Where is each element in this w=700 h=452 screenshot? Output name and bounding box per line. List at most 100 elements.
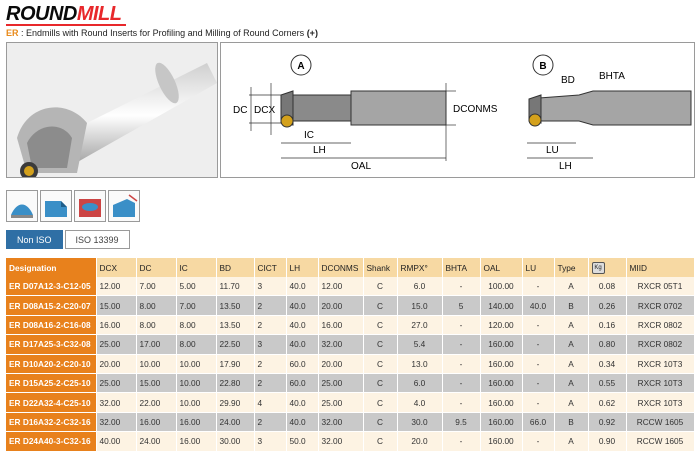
label-lu: LU — [546, 145, 559, 156]
label-b: B — [539, 61, 546, 72]
col-dc[interactable]: DC — [136, 258, 177, 277]
cell-rmpx: 4.0 — [397, 392, 443, 413]
cell-bd: 22.50 — [216, 334, 255, 355]
col-designation[interactable]: Designation — [6, 258, 97, 277]
label-oal: OAL — [351, 161, 371, 172]
cell-dcx: 20.00 — [96, 354, 137, 374]
label-dc: DC — [233, 105, 247, 116]
cell-cict: 2 — [254, 412, 287, 433]
col-lu[interactable]: LU — [522, 258, 555, 277]
cell-lu: - — [522, 277, 555, 297]
cell-designation: ER D08A15-2-C20-07 — [6, 295, 97, 316]
cell-rmpx: 13.0 — [397, 354, 443, 374]
cell-miid: RXCR 10T3 — [626, 354, 695, 374]
weight-icon: Kg — [591, 262, 605, 274]
tab-non-iso[interactable]: Non ISO — [6, 230, 63, 249]
cell-shank: C — [363, 295, 398, 316]
shoulder-icon[interactable] — [40, 190, 72, 222]
cell-lu: - — [522, 392, 555, 413]
col-miid[interactable]: MIID — [626, 258, 695, 277]
tab-iso-13399[interactable]: ISO 13399 — [64, 230, 130, 249]
cell-designation: ER D24A40-3-C32-16 — [6, 431, 97, 452]
cell-designation: ER D16A32-2-C32-16 — [6, 412, 97, 433]
pocket-icon[interactable] — [74, 190, 106, 222]
cell-weight: 0.08 — [588, 277, 627, 297]
cell-designation: ER D15A25-2-C25-10 — [6, 373, 97, 394]
diagram-a-marker — [290, 54, 312, 76]
cell-weight: 0.80 — [588, 334, 627, 355]
col-shank[interactable]: Shank — [363, 258, 398, 277]
cell-bd: 11.70 — [216, 277, 255, 297]
cell-oal: 100.00 — [480, 277, 523, 297]
cell-type: A — [554, 277, 589, 297]
col-ic[interactable]: IC — [176, 258, 217, 277]
cell-dconms: 25.00 — [318, 392, 364, 413]
cell-designation: ER D22A32-4-C25-10 — [6, 392, 97, 413]
cell-bhta: - — [442, 277, 481, 297]
profiling-icon[interactable] — [6, 190, 38, 222]
cell-miid: RCCW 1605 — [626, 431, 695, 452]
cell-bhta: - — [442, 315, 481, 336]
page-subtitle: ER : Endmills with Round Inserts for Pro… — [6, 28, 318, 38]
label-lh-b: LH — [559, 161, 572, 172]
cell-dc: 10.00 — [136, 354, 177, 374]
cell-ic: 5.00 — [176, 277, 217, 297]
cell-lh: 40.0 — [286, 334, 319, 355]
col-dcx[interactable]: DCX — [96, 258, 137, 277]
cell-lh: 40.0 — [286, 392, 319, 413]
col-rmpx[interactable]: RMPX° — [397, 258, 443, 277]
cell-oal: 120.00 — [480, 315, 523, 336]
col-oal[interactable]: OAL — [480, 258, 523, 277]
col-lh[interactable]: LH — [286, 258, 319, 277]
cell-bd: 22.80 — [216, 373, 255, 394]
cell-dc: 24.00 — [136, 431, 177, 452]
cell-type: A — [554, 334, 589, 355]
cell-cict: 2 — [254, 373, 287, 394]
cell-designation: ER D10A20-2-C20-10 — [6, 354, 97, 374]
cell-type: A — [554, 431, 589, 452]
col-type[interactable]: Type — [554, 258, 589, 277]
cell-rmpx: 6.0 — [397, 277, 443, 297]
expand-toggle[interactable]: (+) — [306, 28, 318, 38]
label-ic: IC — [304, 130, 314, 141]
cell-ic: 16.00 — [176, 431, 217, 452]
cell-lu: - — [522, 334, 555, 355]
col-bhta[interactable]: BHTA — [442, 258, 481, 277]
cell-type: A — [554, 373, 589, 394]
col-dconms[interactable]: DCONMS — [318, 258, 364, 277]
col-weight[interactable]: Kg — [588, 258, 627, 277]
series-code: ER — [6, 28, 19, 38]
technical-diagram: A DC DCX IC LH OAL DCONMS B BD BHTA LU L… — [220, 42, 695, 178]
cell-designation: ER D07A12-3-C12-05 — [6, 277, 97, 297]
brand-round: ROUND — [6, 3, 77, 25]
cell-dconms: 32.00 — [318, 431, 364, 452]
cell-type: A — [554, 315, 589, 336]
cell-cict: 3 — [254, 431, 287, 452]
cell-dconms: 32.00 — [318, 334, 364, 355]
cell-lh: 40.0 — [286, 315, 319, 336]
cell-dcx: 25.00 — [96, 373, 137, 394]
cell-dc: 22.00 — [136, 392, 177, 413]
cell-shank: C — [363, 412, 398, 433]
cell-bhta: - — [442, 431, 481, 452]
col-cict[interactable]: CICT — [254, 258, 287, 277]
col-bd[interactable]: BD — [216, 258, 255, 277]
label-bd: BD — [561, 75, 575, 86]
cell-lh: 40.0 — [286, 412, 319, 433]
cell-dcx: 16.00 — [96, 315, 137, 336]
cell-lu: - — [522, 315, 555, 336]
cell-bd: 13.50 — [216, 295, 255, 316]
ramping-icon[interactable] — [108, 190, 140, 222]
cell-dcx: 32.00 — [96, 412, 137, 433]
cell-weight: 0.62 — [588, 392, 627, 413]
